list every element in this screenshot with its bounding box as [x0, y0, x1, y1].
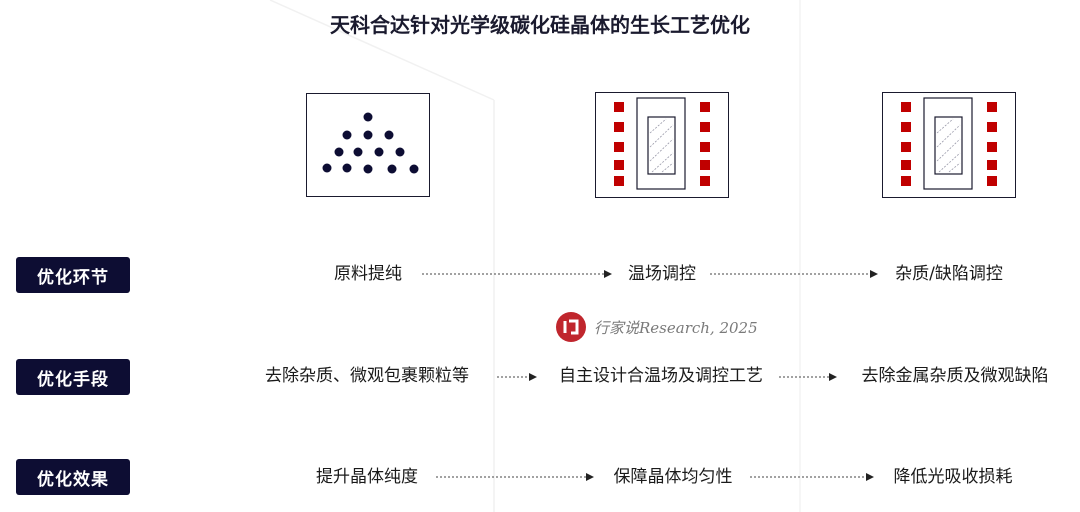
row-label-method: 优化手段	[16, 359, 130, 395]
effect-arrow-2	[750, 473, 874, 481]
furnace-thermal-field-icon	[595, 92, 729, 198]
stage-cell-2: 温场调控	[628, 264, 696, 284]
method-arrow-1	[497, 373, 537, 381]
brand-logo-icon	[556, 312, 586, 342]
method-cell-2: 自主设计合温场及调控工艺	[559, 366, 763, 386]
effect-arrow-1	[436, 473, 594, 481]
method-arrow-2	[779, 373, 837, 381]
stage-arrow-2	[710, 270, 878, 278]
watermark-text: 行家说Research, 2025	[594, 318, 758, 337]
effect-cell-3: 降低光吸收损耗	[893, 467, 1013, 487]
furnace-defect-control-icon	[882, 92, 1016, 198]
stage-cell-1: 原料提纯	[334, 264, 402, 284]
row-label-effect: 优化效果	[16, 459, 130, 495]
watermark: 行家说Research, 2025	[556, 312, 758, 342]
page-title: 天科合达针对光学级碳化硅晶体的生长工艺优化	[330, 13, 750, 37]
method-cell-3: 去除金属杂质及微观缺陷	[861, 366, 1049, 386]
effect-cell-1: 提升晶体纯度	[316, 467, 418, 487]
method-cell-1: 去除杂质、微观包裹颗粒等	[265, 366, 469, 386]
row-label-stage: 优化环节	[16, 257, 130, 293]
particle-pyramid-icon	[306, 93, 430, 197]
stage-arrow-1	[422, 270, 612, 278]
stage-cell-3: 杂质/缺陷调控	[895, 264, 1003, 284]
effect-cell-2: 保障晶体均匀性	[613, 467, 733, 487]
